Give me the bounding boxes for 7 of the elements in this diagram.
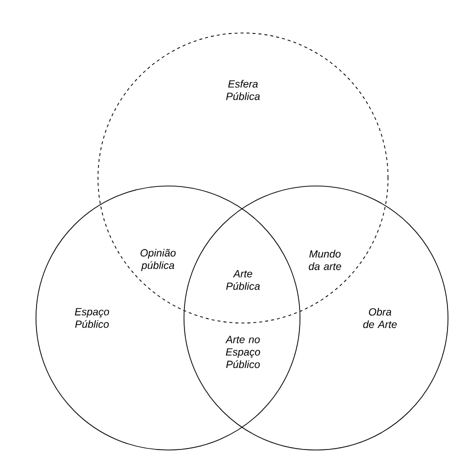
circle-label: Espaço Público xyxy=(74,308,110,328)
circle-label: Esfera Pública xyxy=(226,80,260,100)
circle-label: Obra de Arte xyxy=(363,308,397,328)
region-label: Arte no Espaço Público xyxy=(225,336,260,368)
region-label: Arte Pública xyxy=(226,270,260,290)
region-label: Opinião pública xyxy=(140,248,176,272)
region-label: Mundo da arte xyxy=(308,250,342,270)
